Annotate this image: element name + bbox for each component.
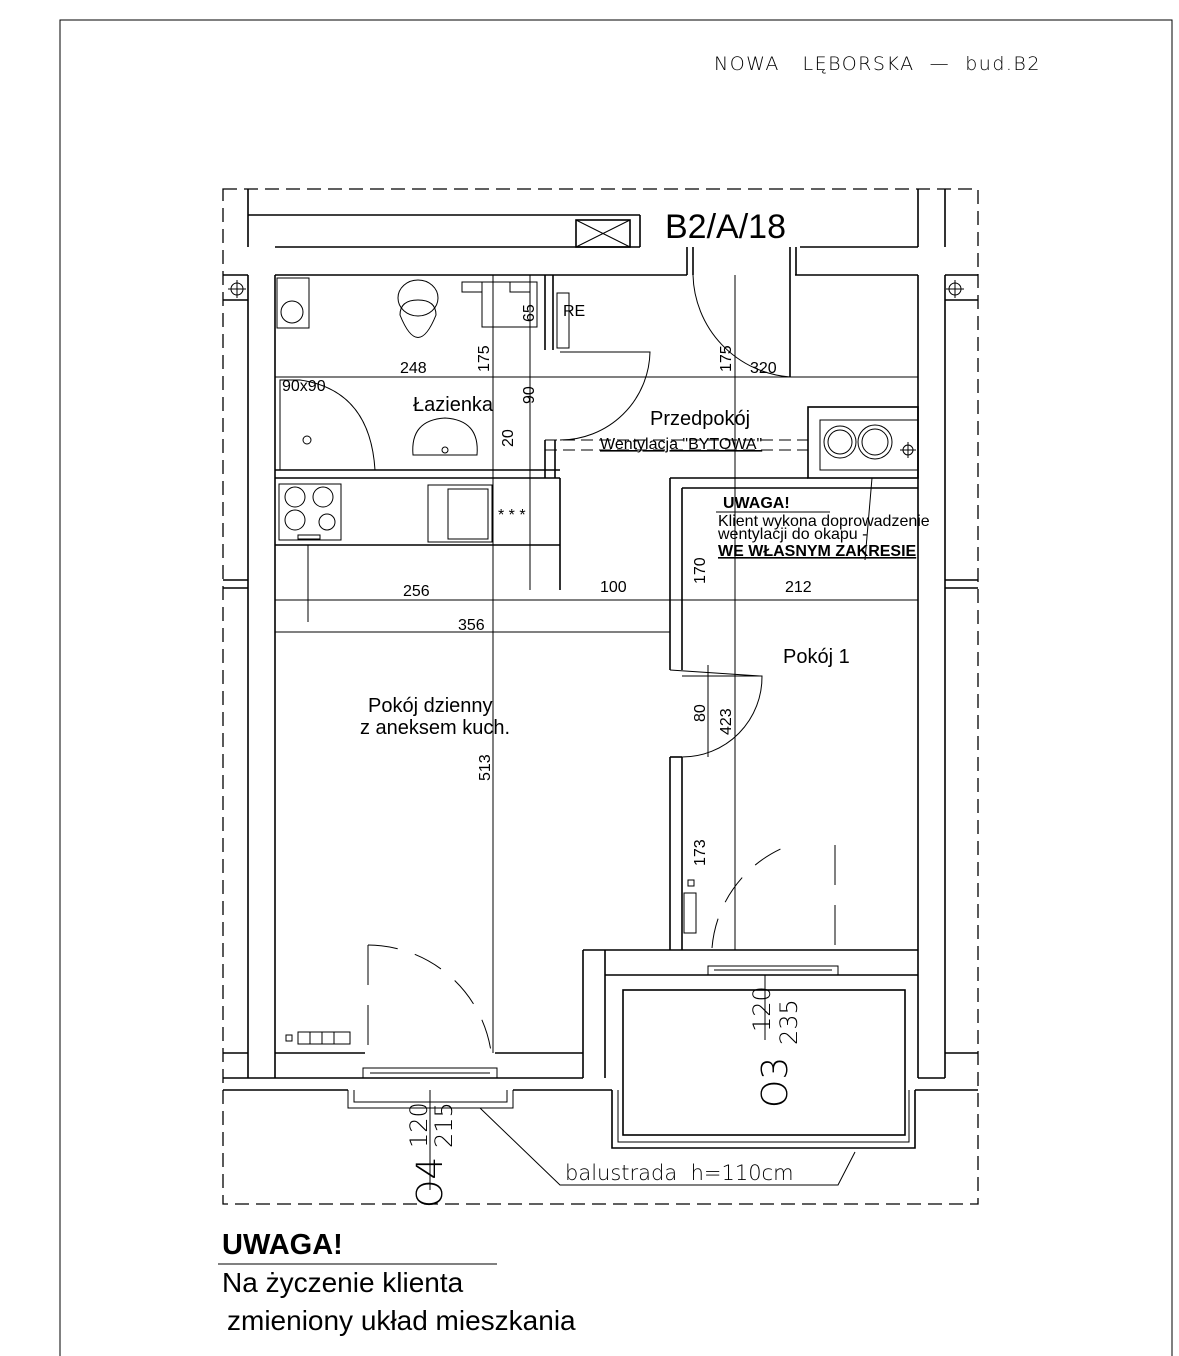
vent-note-line3: WE WŁASNYM ZAKRESIE	[718, 543, 917, 560]
vent-note-title: UWAGA!	[723, 495, 790, 512]
window-o3	[707, 844, 839, 976]
dim-90: 90	[521, 386, 538, 404]
walls	[223, 189, 978, 1149]
bathroom-door	[559, 351, 651, 441]
sheet-border	[59, 19, 1173, 1356]
ventilation-duct	[545, 439, 808, 451]
vent-note-line1: Klient wykona doprowadzenie	[718, 513, 930, 530]
boiler-circles	[823, 424, 893, 460]
window-o4	[347, 944, 514, 1109]
unit-id: B2/A/18	[665, 208, 786, 246]
ventilation-note: UWAGA! Klient wykona doprowadzenie wenty…	[716, 495, 930, 560]
re-label: RE	[563, 303, 585, 320]
room-label-living-1: Pokój dzienny	[368, 695, 493, 717]
ventilation-label: Wentylacja "BYTOWA"	[600, 436, 762, 453]
column-markers	[228, 280, 964, 458]
room1-door	[681, 675, 763, 758]
dim-356: 356	[458, 617, 485, 634]
dim-212: 212	[785, 579, 812, 596]
room-label-room1: Pokój 1	[783, 646, 850, 668]
radiators	[285, 879, 697, 1045]
dim-170: 170	[692, 557, 709, 584]
dim-100: 100	[600, 579, 627, 596]
shower-size-label: 90x90	[282, 378, 326, 395]
kitchen-fixtures: * * *	[278, 483, 526, 543]
dim-513: 513	[477, 754, 494, 781]
window-o4-width: 120	[405, 1102, 433, 1148]
dim-248: 248	[400, 360, 427, 377]
dim-20: 20	[500, 429, 517, 447]
room-label-bathroom: Łazienka	[413, 394, 494, 416]
balustrade-label: balustrada h=110cm	[565, 1161, 794, 1185]
dim-256: 256	[403, 583, 430, 600]
window-o3-height: 235	[775, 999, 803, 1045]
dimension-lines	[275, 275, 918, 1190]
building-outline	[222, 188, 979, 1205]
dim-80: 80	[692, 704, 709, 722]
dim-423: 423	[718, 708, 735, 735]
dim-175-right: 175	[718, 345, 735, 372]
window-o4-height: 215	[430, 1102, 458, 1148]
footer-note-title: UWAGA!	[222, 1229, 343, 1261]
dim-320: 320	[750, 360, 777, 377]
room-label-living-2: z aneksem kuch.	[360, 717, 510, 739]
footer-note-line2: zmieniony układ mieszkania	[227, 1305, 576, 1336]
bathroom-fixtures	[276, 277, 570, 471]
hood-marks: * * *	[498, 507, 526, 524]
dim-173: 173	[692, 839, 709, 866]
entrance-door	[692, 274, 791, 378]
dim-65: 65	[521, 304, 538, 322]
window-o4-label: O4	[410, 1157, 451, 1208]
window-o3-width: 120	[748, 986, 776, 1032]
window-o3-label: O3	[755, 1057, 796, 1108]
footer-note: UWAGA! Na życzenie klienta zmieniony ukł…	[218, 1229, 576, 1336]
dim-175-left: 175	[476, 345, 493, 372]
room-label-hallway: Przedpokój	[650, 408, 750, 430]
vent-note-line2: wentylacji do okapu -	[717, 526, 867, 543]
project-title: NOWA LĘBORSKA — bud.B2	[714, 53, 1041, 75]
footer-note-line1: Na życzenie klienta	[222, 1267, 464, 1298]
